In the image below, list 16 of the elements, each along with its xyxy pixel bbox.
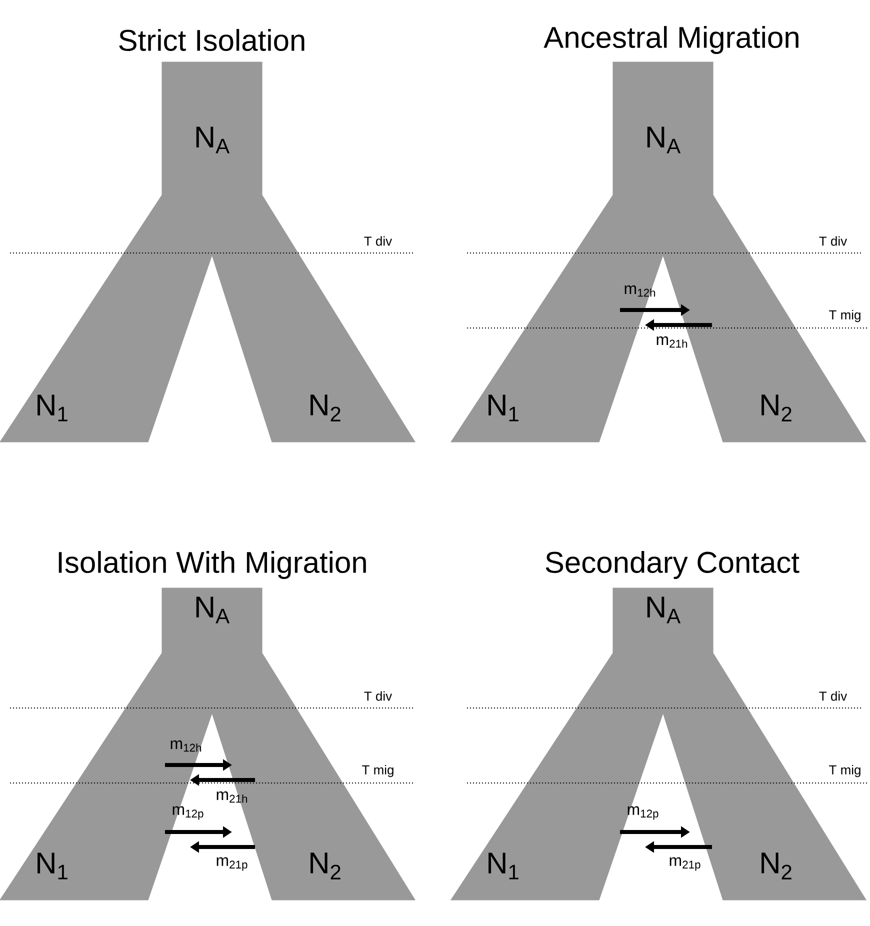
time-label: T mig (829, 764, 860, 778)
edge-label: m$_{12h}$ (170, 740, 202, 752)
time-label: T mig (829, 310, 860, 322)
time-label: T div (819, 691, 848, 701)
ancestral-population: N$_{A}$ (573, 588, 751, 714)
edge-label: m$_{12p}$ (628, 806, 658, 820)
edge-label: m$_{21p}$ (670, 857, 700, 871)
edge-label: m$_{21p}$ (216, 857, 248, 871)
time-label: T mig (362, 764, 394, 778)
ancestral-population: N$_{A}$ (573, 62, 751, 256)
time-label: T div (364, 691, 392, 701)
ancestral-population: N$_{A}$ (122, 62, 300, 256)
edge-label: m$_{21h}$ (216, 791, 248, 803)
population-branch: N$_{2}$ (212, 254, 416, 442)
ancestral-population: N$_{A}$ (122, 588, 300, 714)
population-branch: N$_{1}$ (0, 254, 212, 442)
